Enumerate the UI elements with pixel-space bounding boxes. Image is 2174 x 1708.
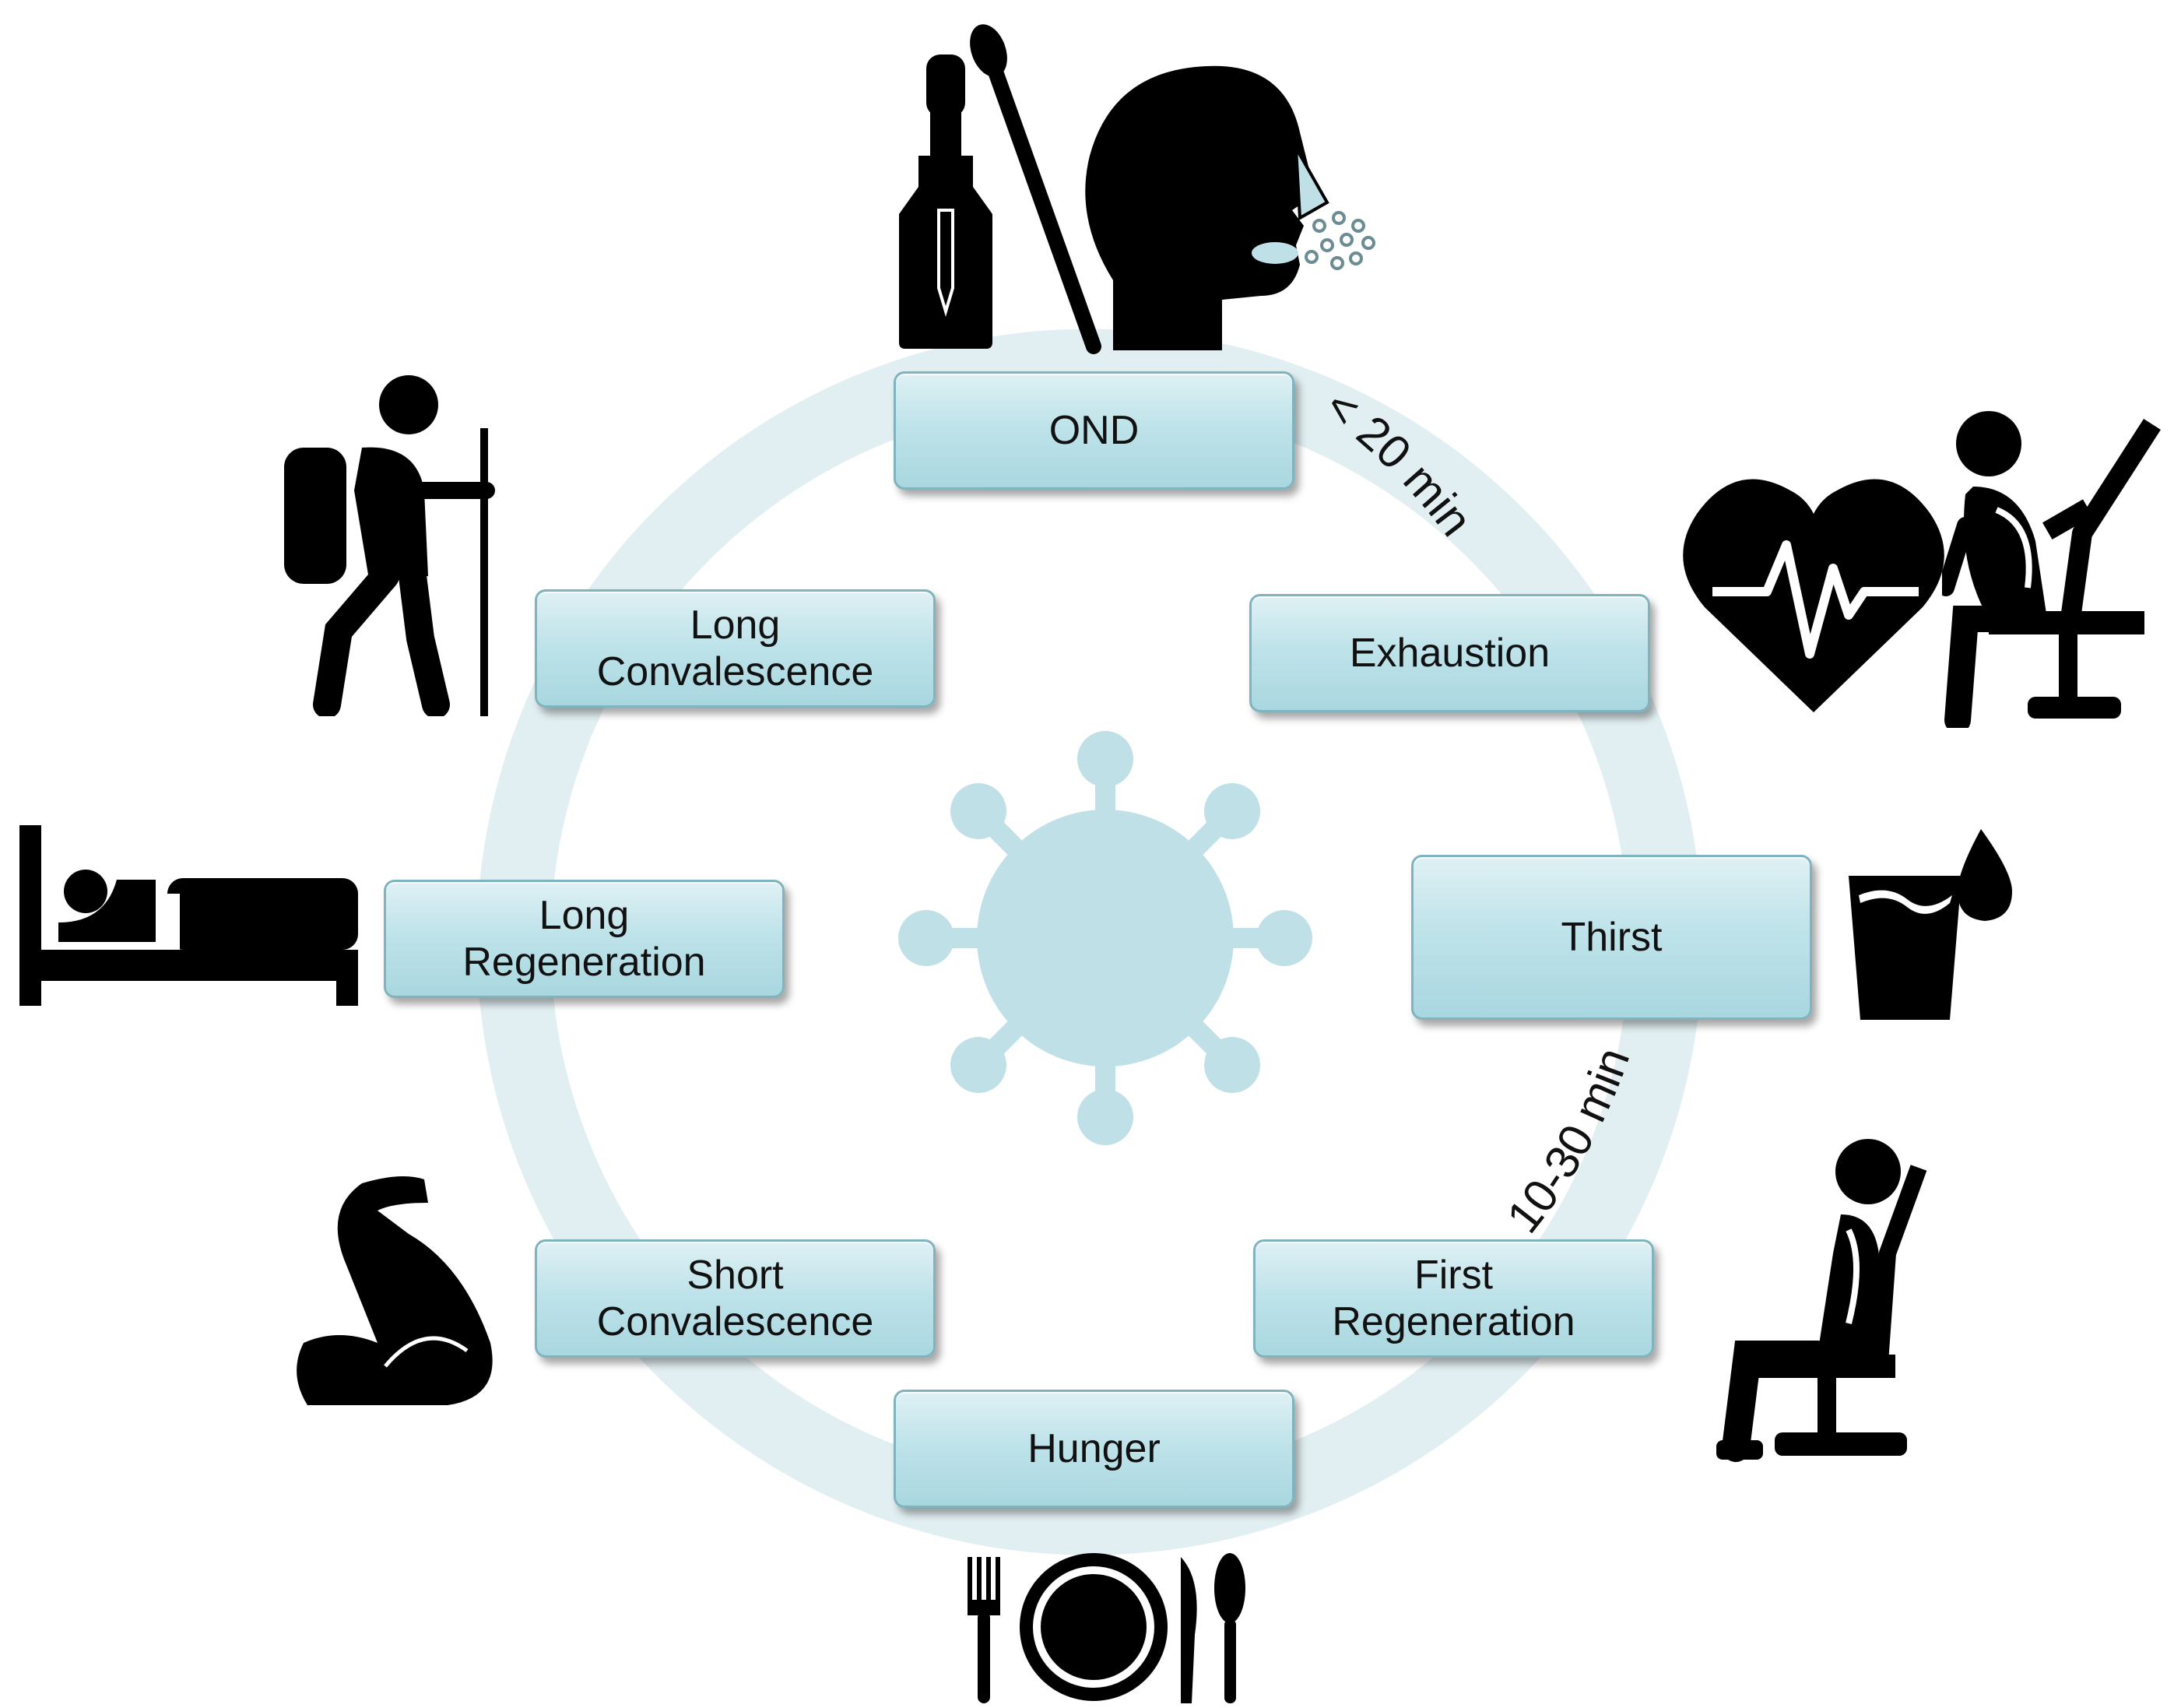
bed-rest-icon xyxy=(19,825,358,1008)
heart-rate-icon xyxy=(1681,459,1946,716)
stage-label-short-convalescence-line1: Short xyxy=(687,1253,784,1298)
water-glass-drop-icon xyxy=(1845,829,2016,1024)
stage-label-exhaustion: Exhaustion xyxy=(1349,631,1551,676)
stage-label-long-regeneration-line1: Long xyxy=(539,893,630,938)
stage-box-first-regeneration: First Regeneration xyxy=(1253,1239,1654,1358)
stage-box-long-convalescence: Long Convalescence xyxy=(535,589,936,708)
resting-sitting-person-icon xyxy=(1701,1137,1934,1464)
stage-label-ond: OND xyxy=(1048,408,1140,453)
hiker-icon xyxy=(284,374,510,716)
stage-box-short-convalescence: Short Convalescence xyxy=(535,1239,936,1358)
stage-label-first-regeneration-line2: Regeneration xyxy=(1332,1299,1575,1344)
flexed-arm-icon xyxy=(292,1172,502,1409)
head-sneeze-icon xyxy=(1074,62,1386,358)
stage-label-long-convalescence-line1: Long xyxy=(690,603,781,648)
exhausted-sitting-person-icon xyxy=(1942,409,2168,728)
stage-label-first-regeneration-line1: First xyxy=(1414,1253,1494,1298)
stage-box-hunger: Hunger xyxy=(894,1390,1294,1508)
stage-label-long-regeneration-line2: Regeneration xyxy=(462,940,706,985)
stage-box-exhaustion: Exhaustion xyxy=(1249,594,1650,712)
stage-label-short-convalescence-line2: Convalescence xyxy=(596,1299,874,1344)
dropper-bottle-icon xyxy=(895,54,996,350)
stage-box-ond: OND xyxy=(894,371,1294,490)
stage-label-hunger: Hunger xyxy=(1027,1426,1161,1471)
stage-label-long-convalescence-line2: Convalescence xyxy=(596,649,874,694)
cycle-arrowhead xyxy=(802,401,876,471)
virus-icon xyxy=(898,731,1312,1145)
plate-cutlery-icon xyxy=(961,1549,1249,1705)
stage-box-thirst: Thirst xyxy=(1411,855,1812,1020)
swab-icon xyxy=(965,19,1105,354)
stage-label-thirst: Thirst xyxy=(1561,915,1663,960)
stage-box-long-regeneration: Long Regeneration xyxy=(384,880,785,998)
